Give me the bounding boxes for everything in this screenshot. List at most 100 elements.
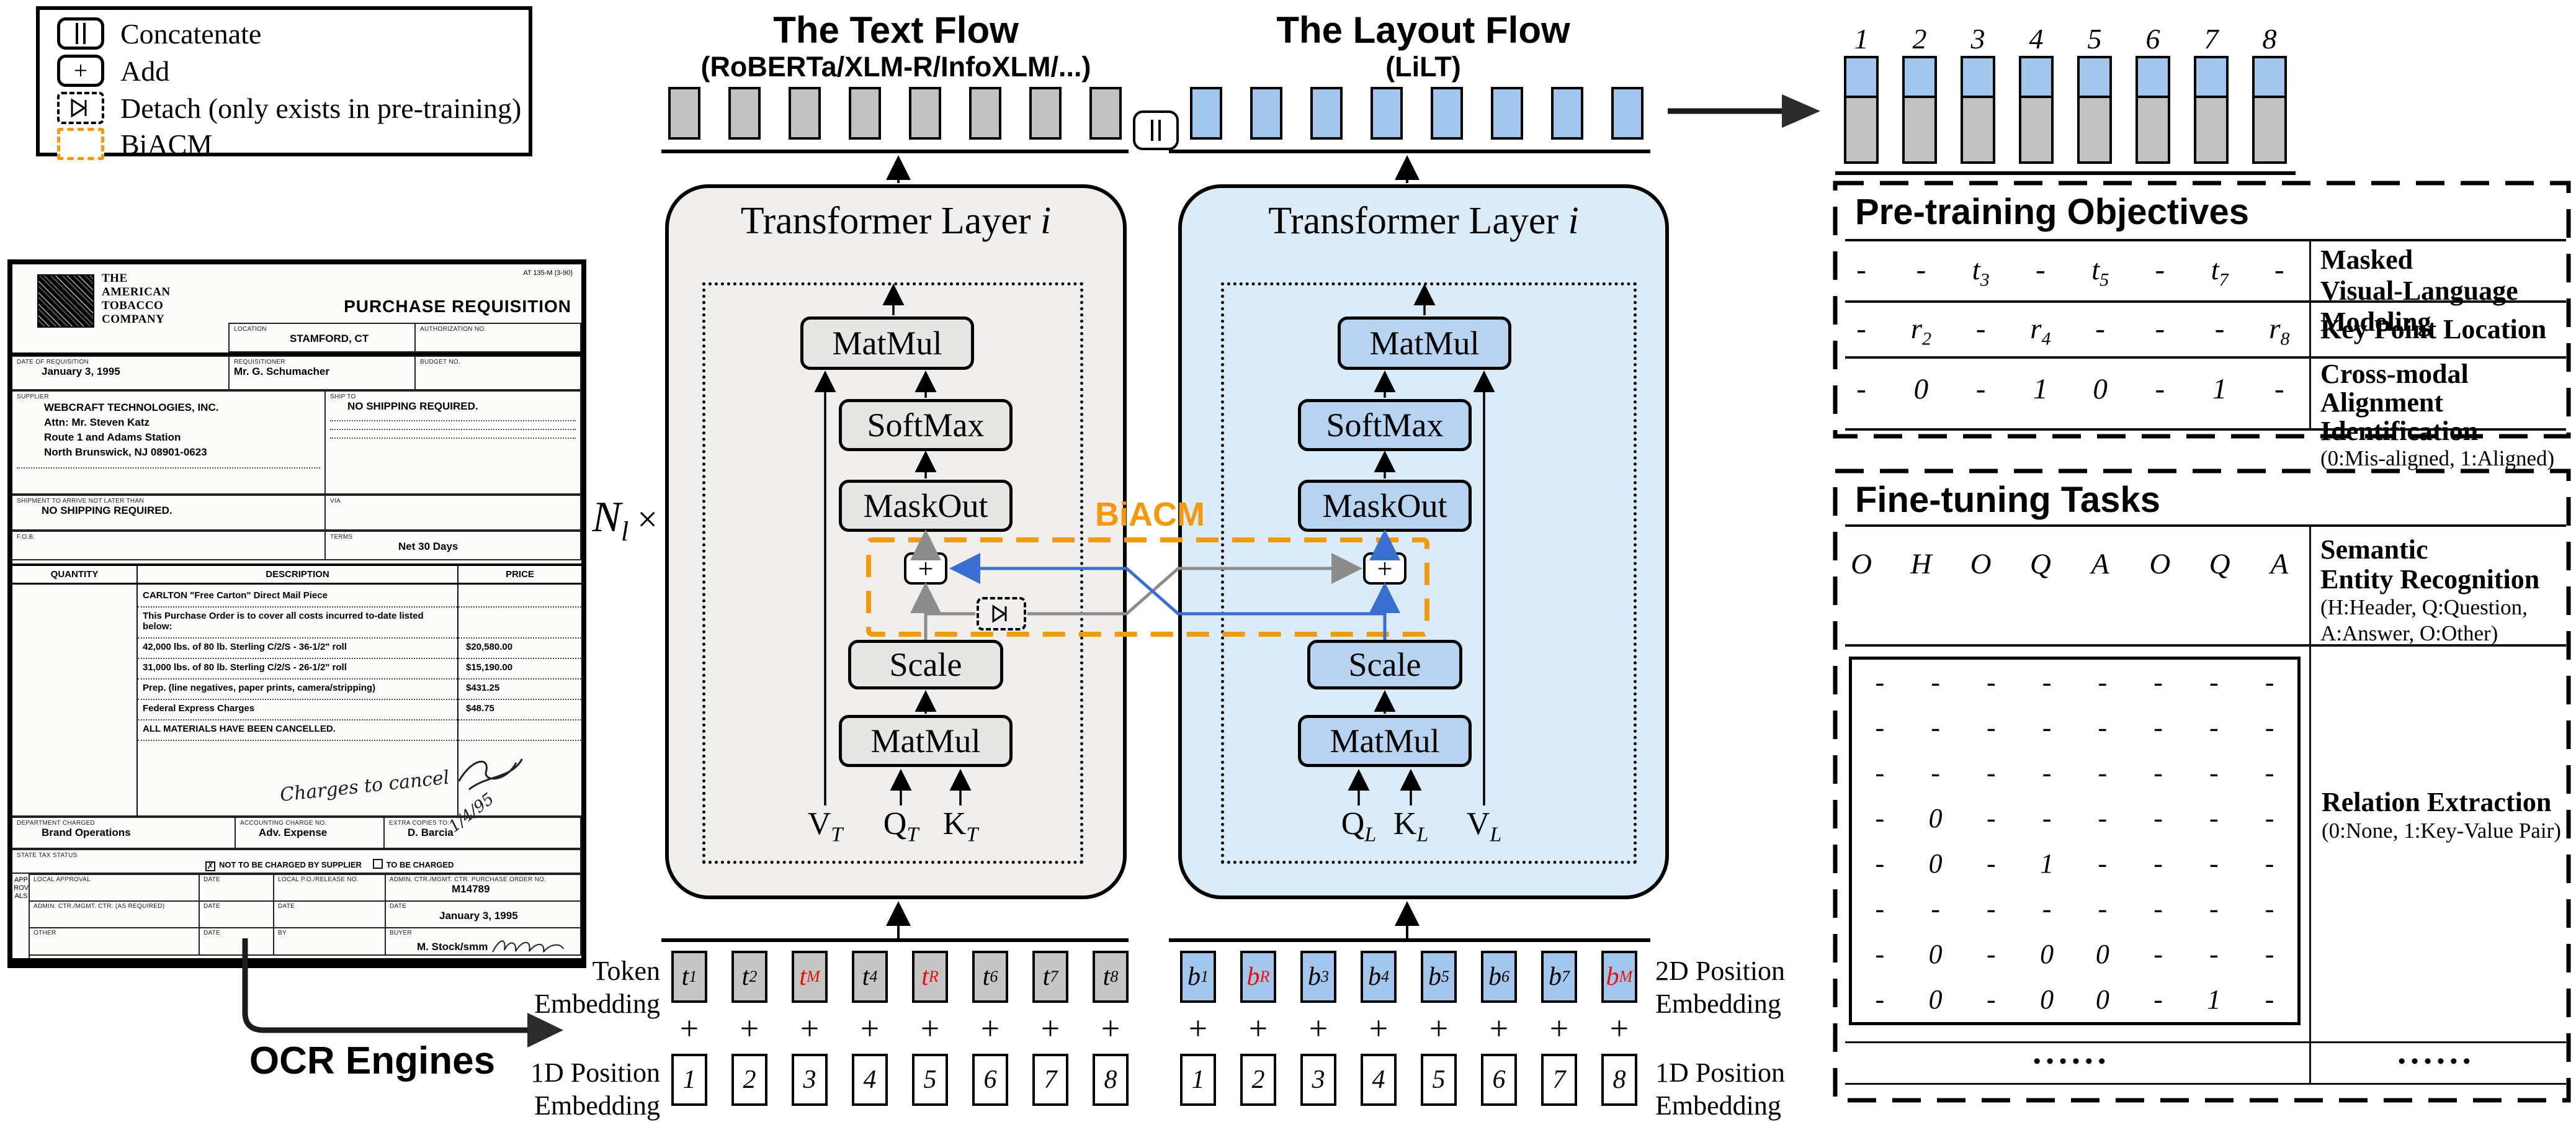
doc-field-shipto: SHIP TO NO SHIPPING REQUIRED. — [324, 390, 581, 495]
cell-value: 1 — [2033, 373, 2048, 405]
col-header-quantity: QUANTITY — [50, 569, 99, 580]
text-value-label: VT — [807, 806, 843, 846]
layout-add-row: ++++++++ — [1180, 1009, 1637, 1048]
pos1d-box: 6 — [972, 1054, 1008, 1106]
doc-field-date: DATE — [273, 900, 386, 928]
col-header-description: DESCRIPTION — [136, 566, 457, 583]
leader-line — [17, 460, 320, 469]
company-name-line: TOBACCO — [102, 299, 164, 312]
matrix-cell: - — [2153, 803, 2163, 833]
matrix-cell: 0 — [2040, 939, 2054, 969]
doc-form-number: AT 135-M (3-90) — [523, 269, 573, 277]
company-logo — [37, 274, 94, 328]
matrix-cell: - — [1875, 939, 1885, 969]
text-detach-node — [977, 597, 1026, 631]
rule — [1845, 1083, 2566, 1085]
company-name-line: THE — [102, 272, 128, 285]
output-column: 5 — [2077, 22, 2112, 164]
pos1d-box: 7 — [1541, 1054, 1577, 1106]
cell-value: - — [1856, 373, 1866, 405]
pos1d-box: 3 — [792, 1054, 828, 1106]
line-item-description: 42,000 lbs. of 80 lb. Sterling C/2/S - 3… — [143, 642, 347, 652]
supplier-line: WEBCRAFT TECHNOLOGIES, INC. — [44, 402, 219, 413]
output-underline — [1835, 171, 2296, 175]
text-seq-bar — [969, 87, 1001, 140]
matrix-cell: - — [2265, 803, 2274, 833]
matrix-cell: - — [2153, 712, 2163, 743]
output-bar-text-part — [2080, 98, 2109, 161]
text-query-label: QT — [883, 806, 919, 846]
output-bar-text-part — [1905, 98, 1934, 161]
matrix-cell: - — [1931, 667, 1940, 698]
buyer-signature — [491, 940, 564, 953]
field-label: LOCAL APPROVAL — [34, 876, 91, 883]
line-item-description: 31,000 lbs. of 80 lb. Sterling C/2/S - 2… — [143, 662, 347, 673]
field-label: REQUISITIONER — [234, 359, 285, 366]
matrix-row: -------- — [1852, 705, 2297, 750]
plus-sign: + — [1188, 1010, 1208, 1047]
output-bar — [2135, 56, 2170, 164]
field-value: STAMFORD, CT — [290, 333, 369, 344]
kpl-row: -r2-r4---r8 — [1831, 312, 2309, 349]
cell-value: 1 — [2212, 373, 2227, 405]
ser-tag: O — [1851, 548, 1872, 580]
rule — [1845, 524, 2566, 527]
layout-seq-bar — [1611, 87, 1644, 140]
layout-matmul-qk: MatMul — [1298, 715, 1472, 767]
handwriting-text: Charges to cancel — [279, 766, 450, 806]
matrix-cell: - — [2042, 803, 2052, 833]
matrix-cell: - — [2153, 758, 2163, 788]
layout-seq-underline — [1169, 150, 1650, 153]
layer-title: Transformer Layer i — [740, 200, 1052, 242]
matrix-cell: - — [1987, 984, 1996, 1015]
output-bar — [2194, 56, 2229, 164]
concatenate-node — [1133, 110, 1179, 150]
line-item: ALL MATERIALS HAVE BEEN CANCELLED. — [138, 720, 581, 741]
field-value: Brand Operations — [42, 827, 131, 838]
text-seq-bar — [668, 87, 700, 140]
doc-field-admin-required: ADMIN. CTR./MGMT. CTR. (AS REQUIRED) — [29, 900, 200, 928]
field-label: ADMIN. CTR./MGMT. CTR. PURCHASE ORDER NO… — [390, 876, 547, 883]
matrix-cell: 0 — [1928, 939, 1943, 969]
layout-matmul-output: MatMul — [1338, 316, 1511, 370]
field-label: DATE — [278, 903, 295, 910]
text-flow-subtitle: (RoBERTa/XLM-R/InfoXLM/...) — [700, 51, 1091, 83]
layout-value-label: VL — [1466, 806, 1502, 846]
matrix-cell: 0 — [2040, 984, 2054, 1015]
field-value: D. Barcia — [408, 827, 454, 838]
matrix-cell: - — [2209, 848, 2219, 879]
plus-sign: + — [1489, 1010, 1509, 1047]
legend-item-add: + Add — [57, 53, 169, 88]
text-softmax: SoftMax — [839, 399, 1013, 451]
company-name-line: COMPANY — [102, 313, 165, 326]
doc-field-tax-status: STATE TAX STATUS ✗NOT TO BE CHARGED BY S… — [12, 849, 581, 874]
detach-icon — [57, 92, 104, 124]
plus-sign: + — [920, 1010, 940, 1047]
table-divider — [136, 585, 138, 815]
pos1d-box: 8 — [1601, 1054, 1637, 1106]
output-bar-layout-part — [2021, 58, 2051, 98]
cell-value: r2 — [1910, 313, 1932, 349]
ser-tag: O — [1970, 548, 1992, 580]
layer-multiplier: Nl× — [592, 493, 658, 547]
cell-value: t5 — [2091, 254, 2109, 290]
layout-key-label: KL — [1393, 806, 1429, 846]
output-column: 4 — [2019, 22, 2054, 164]
matrix-cell: - — [2098, 758, 2108, 788]
cell-value: - — [2214, 313, 2225, 345]
matrix-cell: - — [2153, 848, 2163, 879]
pos1d-box: 7 — [1032, 1054, 1068, 1106]
line-item: CARLTON "Free Carton" Direct Mail Piece — [138, 587, 581, 608]
doc-field-supplier: SUPPLIER WEBCRAFT TECHNOLOGIES, INC.Attn… — [12, 390, 326, 495]
ser-tag: Q — [2209, 548, 2230, 580]
detach-icon — [992, 604, 1007, 623]
rule — [1845, 644, 2566, 647]
field-label: ACCOUNTING CHARGE NO. — [240, 820, 327, 827]
ser-tag: A — [2270, 548, 2289, 580]
field-label: DATE — [203, 876, 221, 883]
output-index: 5 — [2087, 23, 2102, 55]
field-value: January 3, 1995 — [439, 910, 518, 922]
